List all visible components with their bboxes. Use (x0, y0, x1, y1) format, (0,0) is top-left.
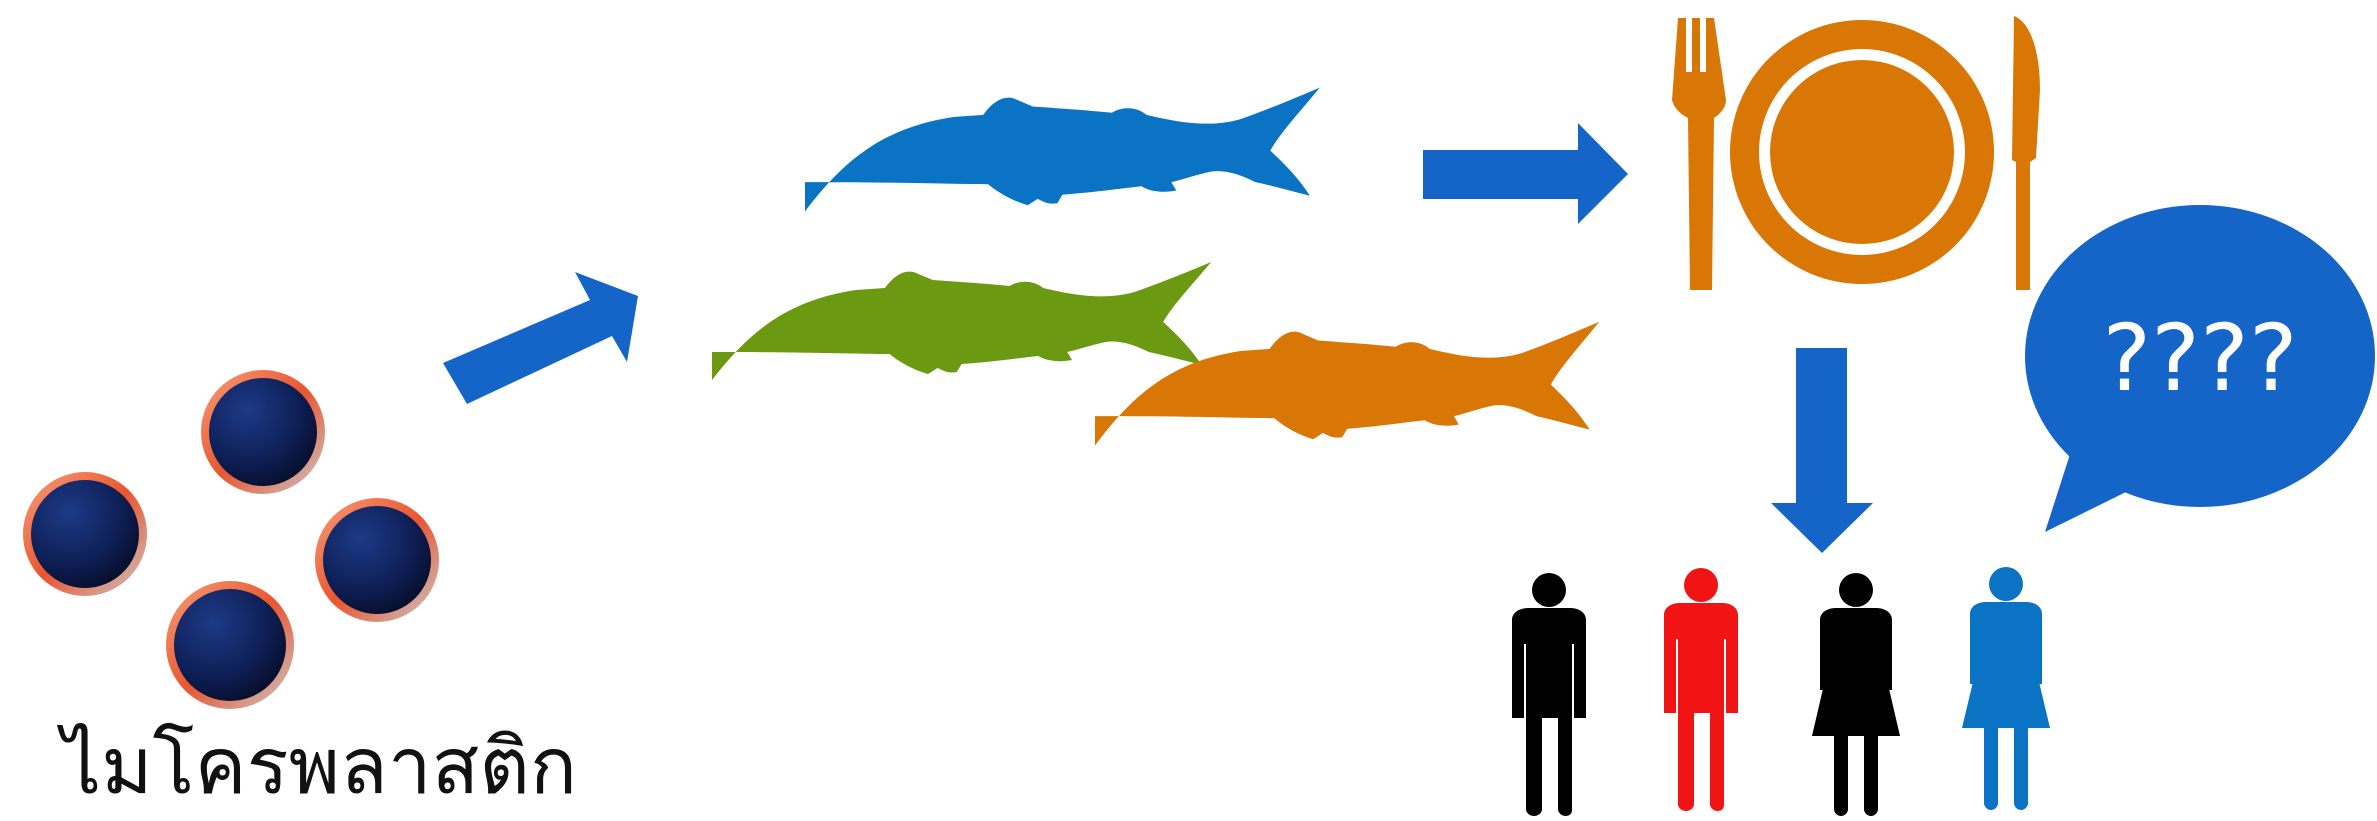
arrow-to-fish (443, 272, 638, 404)
bead (23, 472, 147, 596)
arrow-to-plate (1423, 123, 1628, 224)
microplastic-beads-icon (23, 370, 439, 709)
bead (201, 370, 325, 494)
people-group (1512, 567, 2050, 816)
fish-icon-blue (805, 87, 1320, 212)
person-icon-man-black (1512, 573, 1586, 816)
fish-group (712, 87, 1600, 446)
person-icon-woman-black (1812, 573, 1900, 816)
plate-cutlery-icon (1672, 16, 2040, 290)
knife-icon (2012, 16, 2040, 290)
microplastic-label: ไมโครพลาสติก (62, 722, 578, 812)
person-icon-man-red (1664, 568, 1738, 811)
fork-icon (1672, 18, 1726, 290)
bead (315, 498, 439, 622)
bead (166, 581, 294, 709)
speech-bubble-text: ???? (2102, 305, 2297, 412)
speech-bubble-icon: ???? (2025, 205, 2375, 532)
person-icon-woman-blue (1962, 567, 2050, 810)
arrow-to-people (1771, 348, 1873, 553)
fish-icon-green (712, 262, 1212, 380)
